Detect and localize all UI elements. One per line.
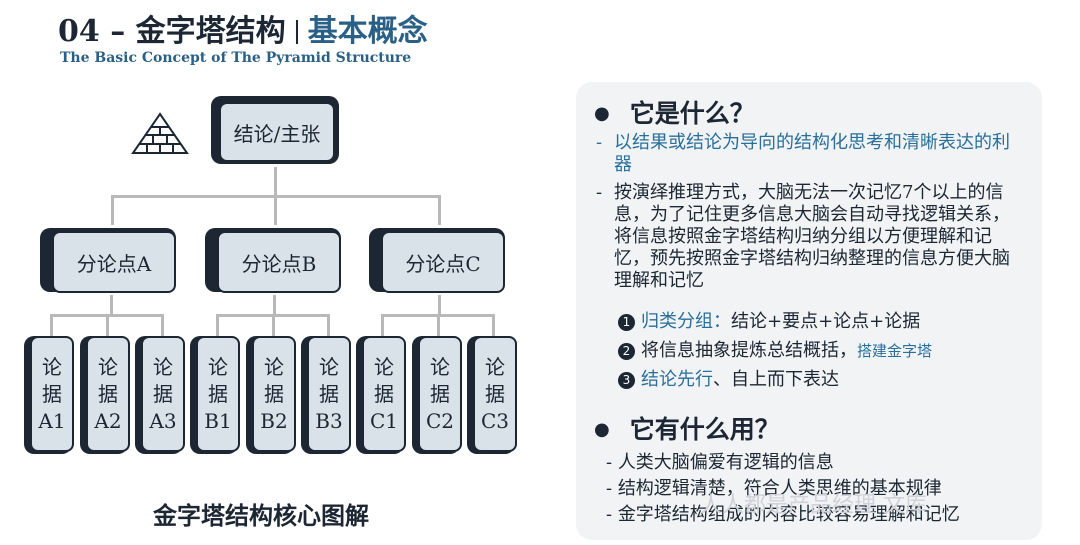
- bullet-icon: ●: [594, 419, 610, 440]
- pyramid-diagram: 结论/主张 分论点A 分论点B 分论点C 论 据 A1 论 据 A2 论 据 A…: [24, 96, 517, 454]
- connector: [272, 314, 275, 336]
- page-title: 04 – 金字塔结构基本概念: [58, 6, 428, 50]
- mid-node-a: 分论点A: [52, 231, 176, 293]
- connector: [273, 295, 276, 315]
- connector: [437, 314, 440, 336]
- leaf-node: 论 据 B2: [252, 336, 296, 452]
- connector: [492, 314, 495, 336]
- mid-label: 分论点B: [241, 251, 317, 276]
- connector: [110, 295, 113, 315]
- connector: [216, 314, 219, 336]
- use-item: - 金字塔结构组成的内容比较容易理解和记忆: [606, 504, 960, 525]
- page-subtitle: The Basic Concept of The Pyramid Structu…: [60, 50, 412, 66]
- root-node: 结论/主张: [219, 102, 335, 162]
- connector: [111, 195, 114, 225]
- use-item: - 人类大脑偏爱有逻辑的信息: [606, 452, 834, 473]
- point-1: -以结果或结论为导向的结构化思考和清晰表达的利器: [596, 132, 1010, 175]
- connector: [381, 314, 384, 336]
- connector: [274, 167, 277, 197]
- mid-node-c: 分论点C: [381, 231, 505, 293]
- connector: [274, 195, 277, 225]
- watermark: 人人都是产品经理 文库: [700, 493, 927, 518]
- title-highlight: 基本概念: [307, 14, 428, 49]
- leaf-node: 论 据 C1: [362, 336, 406, 452]
- section-what-title: ●它是什么？: [594, 99, 755, 128]
- leaf-node: 论 据 A1: [30, 336, 74, 452]
- bullet-icon: ●: [594, 103, 610, 124]
- leaf-node: 论 据 B3: [307, 336, 351, 452]
- point-2: -按演绎推理方式，大脑无法一次记忆7个以上的信息，为了记住更多信息大脑会自动寻找…: [596, 182, 1010, 291]
- number-badge: 2: [618, 343, 635, 360]
- connector: [106, 314, 109, 336]
- connector: [438, 195, 441, 225]
- title-separator: [295, 20, 298, 44]
- leaf-node: 论 据 B1: [196, 336, 240, 452]
- root-label: 结论/主张: [233, 121, 321, 146]
- diagram-caption: 金字塔结构核心图解: [153, 501, 369, 530]
- mid-label: 分论点A: [76, 251, 152, 276]
- connector: [161, 314, 164, 336]
- number-badge: 1: [618, 314, 635, 331]
- dash-marker: -: [596, 132, 603, 153]
- dash-marker: -: [596, 182, 603, 203]
- leaf-node: 论 据 C3: [473, 336, 517, 452]
- number-badge: 3: [618, 372, 635, 389]
- info-panel: [576, 82, 1042, 540]
- title-main: 04 – 金字塔结构: [58, 14, 286, 49]
- connector: [438, 295, 441, 315]
- leaf-node: 论 据 A2: [86, 336, 130, 452]
- pyramid-icon: [131, 112, 189, 154]
- leaf-node: 论 据 C2: [418, 336, 462, 452]
- connector: [50, 314, 53, 336]
- mid-node-b: 分论点B: [217, 231, 341, 293]
- use-item: - 结构逻辑清楚，符合人类思维的基本规律: [606, 478, 942, 499]
- leaf-node: 论 据 A3: [141, 336, 185, 452]
- section-use-title: ●它有什么用？: [594, 415, 780, 444]
- mid-label: 分论点C: [405, 251, 481, 276]
- connector: [327, 314, 330, 336]
